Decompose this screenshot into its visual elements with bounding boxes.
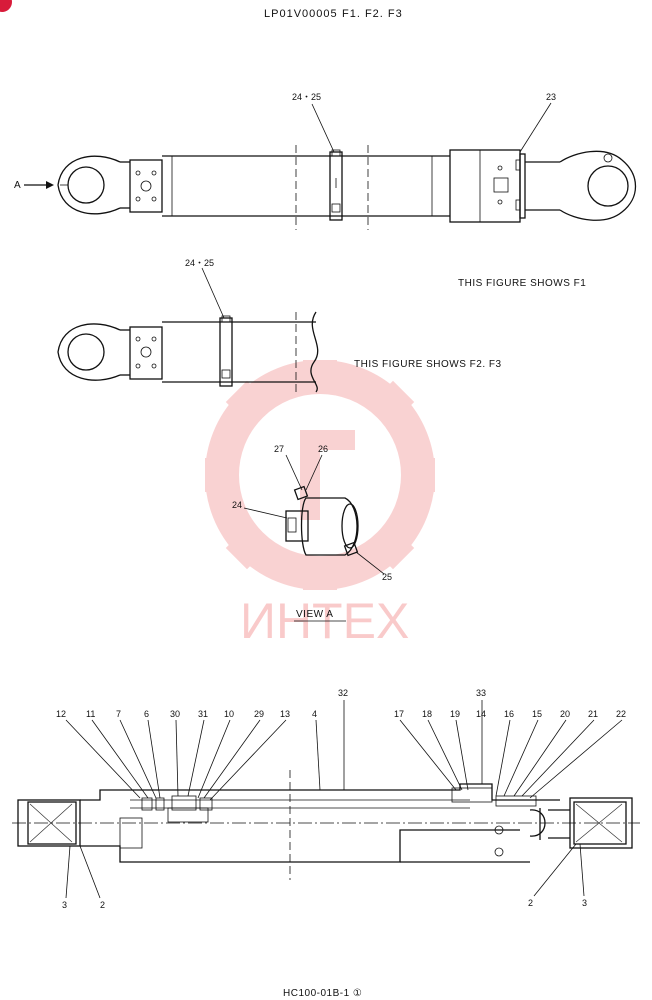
callout-sec-19: 19 — [450, 709, 460, 719]
callout-top-right: 23 — [546, 92, 556, 102]
caption-f23: THIS FIGURE SHOWS F2. F3 — [354, 359, 502, 370]
callout-view-25: 25 — [382, 572, 392, 582]
callout-sec-4: 4 — [312, 709, 317, 719]
header-variants: F1. F2. F3 — [342, 8, 403, 20]
header-code: LP01V00005 — [264, 8, 338, 20]
footer-code: HC100-01B-1 ① — [283, 988, 362, 999]
callout-sec-13: 13 — [280, 709, 290, 719]
view-a-detail: 27 26 24 25 — [232, 444, 392, 582]
callout-sec-3-right: 3 — [582, 898, 587, 908]
callout-sec-16: 16 — [504, 709, 514, 719]
callout-sec-12: 12 — [56, 709, 66, 719]
callout-sec-11: 11 — [86, 709, 95, 719]
callout-sec-31: 31 — [198, 709, 208, 719]
callout-sec-22: 22 — [616, 709, 626, 719]
view-arrow-label: A — [14, 180, 21, 191]
caption-f1: THIS FIGURE SHOWS F1 — [458, 278, 586, 289]
callout-sec-15: 15 — [532, 709, 542, 719]
cylinder-f1: A — [14, 92, 636, 230]
callout-sec-2-left: 2 — [100, 900, 105, 910]
callout-sec-20: 20 — [560, 709, 570, 719]
callout-sec-10: 10 — [224, 709, 234, 719]
callout-sec-33: 33 — [476, 688, 486, 698]
callout-sec-2-right: 2 — [528, 898, 533, 908]
callout-sec-7: 7 — [116, 709, 121, 719]
caption-view-a: VIEW A — [296, 609, 333, 620]
callout-sec-21: 21 — [588, 709, 598, 719]
callout-sec-3-left: 3 — [62, 900, 67, 910]
callout-sec-29: 29 — [254, 709, 264, 719]
callout-sec-14: 14 — [476, 709, 486, 719]
cylinder-f23: 24・25 — [57, 258, 319, 393]
callout-view-27: 27 — [274, 444, 284, 454]
callout-sec-18: 18 — [422, 709, 432, 719]
callout-mid-clamp: 24・25 — [185, 258, 214, 268]
callout-top-clamp: 24・25 — [292, 92, 321, 102]
callout-sec-6: 6 — [144, 709, 149, 719]
callout-view-24: 24 — [232, 500, 242, 510]
callout-sec-32: 32 — [338, 688, 348, 698]
watermark-gear — [205, 360, 435, 590]
callout-sec-30: 30 — [170, 709, 180, 719]
corner-mark — [0, 0, 12, 12]
cylinder-section: 32 33 12 11 7 6 30 31 10 29 13 4 17 18 1… — [12, 688, 640, 910]
callout-view-26: 26 — [318, 444, 328, 454]
callout-sec-17: 17 — [394, 709, 404, 719]
